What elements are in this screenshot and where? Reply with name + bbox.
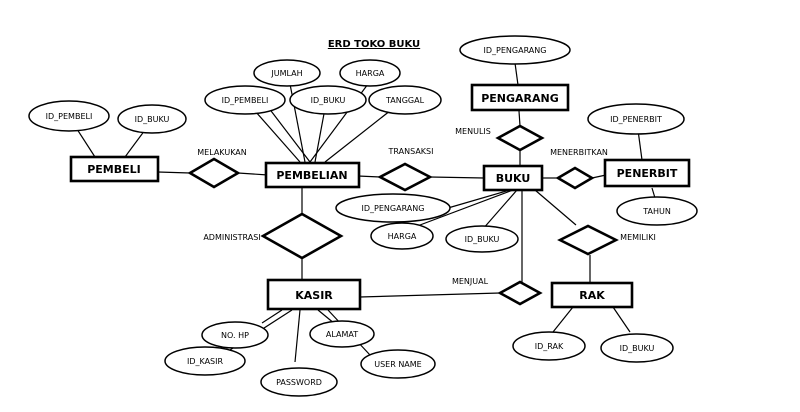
- entity-pembeli: PEMBELI: [69, 155, 160, 183]
- attribute-penerbit-id-penerbit: ID_PENERBIT: [587, 103, 685, 135]
- relationship-menerbitkan: MENERBITKAN: [550, 148, 608, 190]
- attribute-label: JUMLAH: [270, 69, 302, 78]
- entity-rak-label: RAK: [579, 289, 605, 302]
- relationship-memiliki-label: MEMILIKI: [620, 233, 656, 242]
- attribute-label: USER NAME: [374, 360, 422, 369]
- relationship-administrasi-label: ADMINISTRASI: [203, 233, 260, 242]
- attribute-label: ID_PEMBELI: [46, 112, 93, 121]
- attribute-pembelian-harga: HARGA: [339, 59, 401, 87]
- entity-pembeli-label: PEMBELI: [87, 163, 141, 176]
- attribute-buku-id-buku: ID_BUKU: [445, 225, 519, 253]
- attribute-label: ALAMAT: [326, 330, 358, 339]
- attribute-label: PASSWORD: [276, 378, 322, 387]
- attribute-kasir-no-hp: NO. HP: [201, 321, 269, 349]
- attribute-label: ID_PENGARANG: [484, 46, 547, 55]
- entity-pembelian-label: PEMBELIAN: [276, 169, 347, 182]
- attribute-label: ID_KASIR: [187, 357, 224, 366]
- attribute-pembeli-id-buku: ID_BUKU: [117, 104, 187, 134]
- attribute-rak-id-buku: ID_BUKU: [600, 333, 674, 363]
- attribute-label: ID_PENGARANG: [362, 204, 425, 213]
- entity-penerbit: PENERBIT: [603, 158, 691, 188]
- attribute-pembelian-tanggal: TANGGAL: [368, 85, 442, 115]
- entity-pembelian: PEMBELIAN: [264, 161, 361, 189]
- attribute-rak-id-rak: ID_RAK: [512, 331, 586, 361]
- entity-buku: BUKU: [482, 164, 544, 192]
- relationship-transaksi-label: TRANSAKSI: [388, 147, 434, 156]
- relationship-administrasi: ADMINISTRASI: [203, 212, 344, 260]
- attribute-pembelian-id-buku: ID_BUKU: [289, 85, 367, 115]
- entity-rak: RAK: [550, 281, 634, 309]
- relationship-menerbitkan-label: MENERBITKAN: [550, 148, 608, 157]
- entity-pengarang-label: PENGARANG: [481, 92, 559, 105]
- attribute-label: TAHUN: [642, 207, 671, 216]
- attribute-kasir-id-kasir: ID_KASIR: [164, 346, 246, 376]
- attribute-label: NO. HP: [221, 331, 249, 340]
- relationship-transaksi: TRANSAKSI: [377, 147, 434, 192]
- attribute-penerbit-tahun: TAHUN: [616, 196, 698, 226]
- entity-pengarang: PENGARANG: [470, 83, 570, 112]
- attribute-pembeli-id-pembeli: ID_PEMBELI: [28, 100, 110, 132]
- relationship-menulis: MENULIS: [455, 124, 545, 152]
- attribute-label: ID_BUKU: [620, 344, 655, 353]
- attribute-label: ID_PEMBELI: [222, 96, 269, 105]
- diagram-title: ERD TOKO BUKU: [328, 39, 420, 50]
- attribute-pembelian-id-pembeli: ID_PEMBELI: [204, 85, 286, 115]
- attribute-label: ID_RAK: [535, 342, 564, 351]
- entity-kasir: KASIR: [266, 278, 362, 311]
- attribute-label: ID_BUKU: [311, 96, 346, 105]
- relationship-melakukan-label: MELAKUKAN: [197, 148, 247, 157]
- attribute-label: HARGA: [388, 232, 417, 241]
- attribute-buku-harga: HARGA: [370, 222, 434, 250]
- relationship-menjual: MENJUAL: [452, 277, 543, 306]
- entity-penerbit-label: PENERBIT: [617, 167, 678, 180]
- attribute-kasir-user-name: USER NAME: [360, 349, 436, 379]
- attribute-pengarang-id-pengarang: ID_PENGARANG: [459, 35, 571, 65]
- attribute-buku-id-pengarang: ID_PENGARANG: [335, 193, 451, 223]
- attribute-label: ID_PENERBIT: [610, 115, 662, 124]
- entity-buku-label: BUKU: [496, 172, 531, 185]
- attribute-label: TANGGAL: [385, 96, 425, 105]
- attribute-label: ID_BUKU: [135, 115, 170, 124]
- attribute-kasir-alamat: ALAMAT: [309, 320, 375, 348]
- relationship-menjual-label: MENJUAL: [452, 277, 489, 286]
- attribute-kasir-password: PASSWORD: [260, 367, 338, 397]
- relationship-melakukan: MELAKUKAN: [187, 148, 247, 189]
- entity-kasir-label: KASIR: [295, 289, 333, 302]
- attribute-label: HARGA: [356, 69, 385, 78]
- relationship-menulis-label: MENULIS: [455, 127, 491, 136]
- attribute-label: ID_BUKU: [465, 235, 500, 244]
- attribute-pembelian-jumlah: JUMLAH: [253, 59, 321, 87]
- relationship-memiliki: MEMILIKI: [557, 224, 656, 256]
